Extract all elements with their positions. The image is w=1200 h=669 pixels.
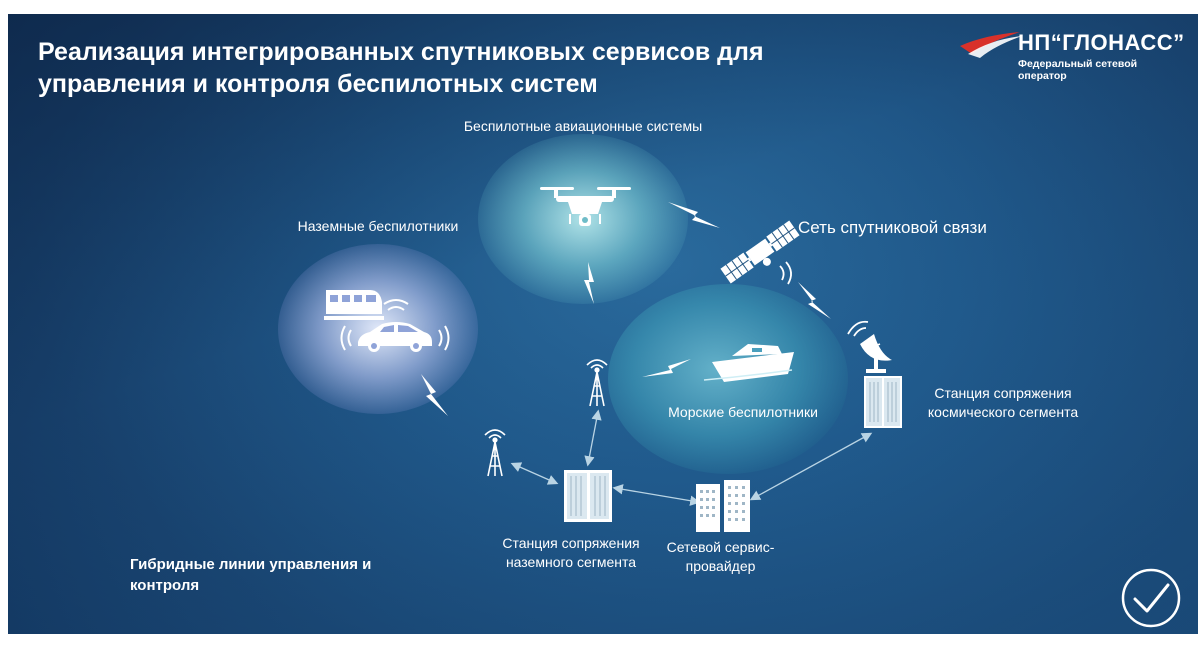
logo-name: НП“ГЛОНАСС” bbox=[1018, 30, 1185, 55]
slide-title: Реализация интегрированных спутниковых с… bbox=[38, 38, 764, 98]
drone-icon bbox=[540, 187, 631, 226]
boat-icon bbox=[703, 344, 794, 382]
glonass-logo: НП“ГЛОНАСС” Федеральный сетевой оператор bbox=[958, 24, 1188, 84]
label-network-provider: Сетевой сервис-провайдер bbox=[666, 539, 775, 574]
buildings-icon bbox=[696, 480, 750, 532]
connector-lines bbox=[510, 409, 873, 506]
link-station-to-provider bbox=[612, 484, 701, 506]
ground-server-rack-icon bbox=[564, 470, 612, 522]
link-tower-to-ground-station bbox=[510, 462, 559, 485]
diagram-scene bbox=[324, 187, 902, 532]
car-signal-icon bbox=[340, 299, 450, 351]
label-marine-drones: Морские беспилотники bbox=[668, 404, 818, 420]
checkmark-icon bbox=[1121, 568, 1181, 628]
satellite-icon bbox=[720, 220, 800, 284]
label-space-segment-station: Станция сопряжения космического сегмента bbox=[927, 385, 1079, 420]
label-aerial-systems: Беспилотные авиационные системы bbox=[463, 118, 703, 134]
logo-subtitle: Федеральный сетевой оператор bbox=[1018, 58, 1138, 82]
label-satellite-network: Сеть спутниковой связи bbox=[798, 218, 987, 237]
link-center-tower-to-station bbox=[584, 409, 602, 467]
label-ground-segment-station: Станция сопряжения наземного сегмента bbox=[502, 535, 640, 570]
glonass-logo-icon bbox=[960, 32, 1022, 58]
car-icon bbox=[358, 322, 432, 352]
lightning-link-icon bbox=[421, 202, 831, 416]
center-radio-tower-icon bbox=[586, 359, 608, 407]
satellite-signal-icon bbox=[779, 261, 792, 285]
slide-background: Реализация интегрированных спутниковых с… bbox=[8, 14, 1198, 634]
radio-tower-icon bbox=[484, 429, 506, 477]
dish-antenna-icon bbox=[860, 334, 892, 373]
label-ground-drones: Наземные беспилотники bbox=[297, 218, 459, 234]
server-rack-icon bbox=[864, 376, 902, 428]
link-provider-to-space-station bbox=[749, 432, 873, 501]
label-hybrid-lines: Гибридные линии управления и контроля bbox=[130, 556, 372, 594]
train-icon bbox=[324, 290, 384, 320]
dish-signal-icon bbox=[847, 320, 869, 337]
